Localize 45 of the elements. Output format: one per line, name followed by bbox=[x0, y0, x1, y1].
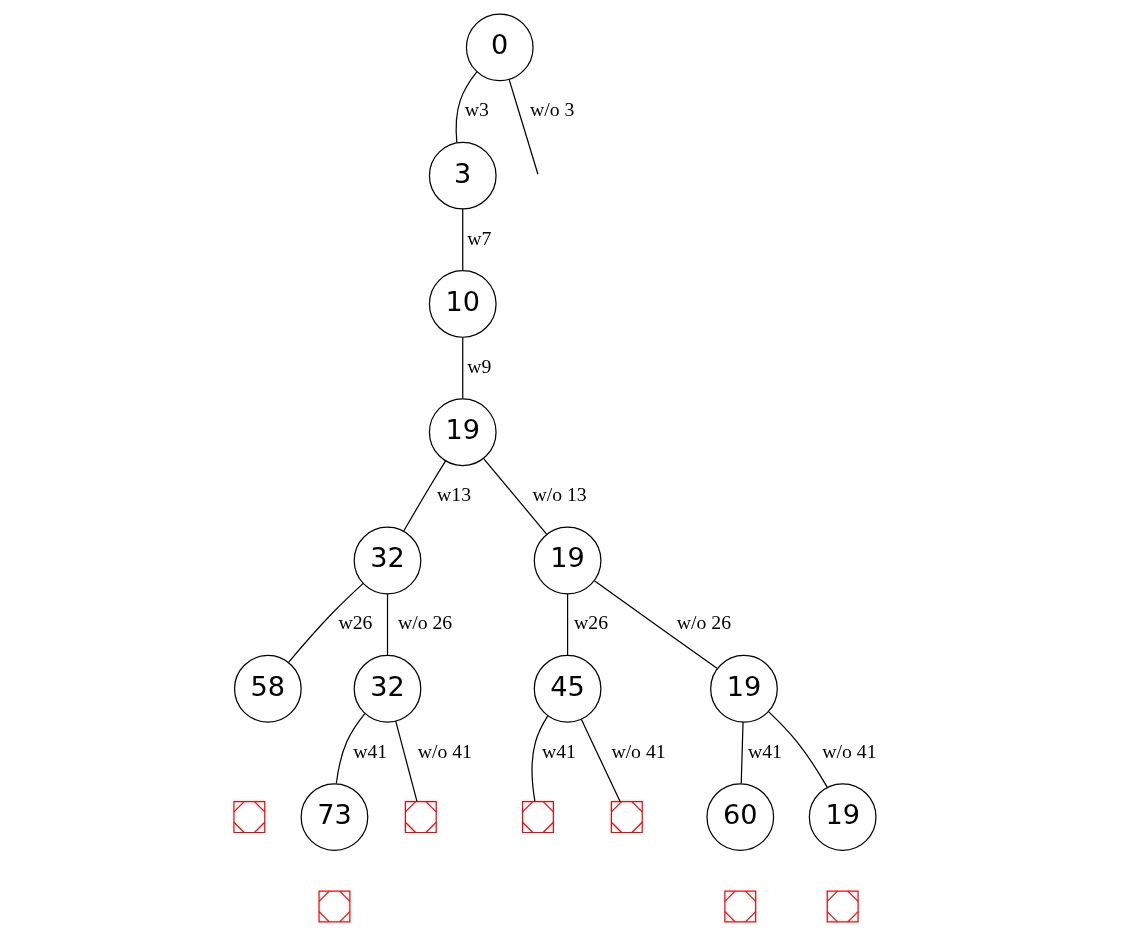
node-circle: 3 bbox=[428, 141, 497, 210]
node-circle: 19 bbox=[428, 397, 497, 466]
connector bbox=[566, 592, 569, 656]
edge-label: w/o 41 bbox=[417, 739, 472, 762]
node-circle: 19 bbox=[710, 654, 778, 723]
connector bbox=[593, 579, 718, 669]
connector bbox=[395, 720, 418, 802]
node-circle: 19 bbox=[533, 526, 602, 594]
node-circle: 60 bbox=[706, 782, 775, 851]
edge-label: w/o 41 bbox=[822, 739, 877, 762]
edge-label: w3 bbox=[464, 97, 489, 120]
connector bbox=[580, 718, 621, 802]
connector bbox=[767, 710, 828, 788]
edge-label: w/o 26 bbox=[398, 610, 453, 633]
edge-label: w13 bbox=[437, 482, 472, 505]
edge-label: w41 bbox=[541, 739, 576, 762]
node-circle: 0 bbox=[465, 12, 534, 81]
edge-label: w7 bbox=[467, 225, 492, 248]
connector bbox=[335, 712, 366, 784]
node-circle: 10 bbox=[428, 269, 497, 338]
node-circle: 73 bbox=[300, 782, 369, 851]
connector bbox=[403, 459, 447, 532]
connector bbox=[508, 78, 539, 175]
node-circle: 32 bbox=[353, 654, 422, 723]
edge-label: w/o 26 bbox=[676, 610, 732, 633]
edge-label: w/o 3 bbox=[529, 97, 575, 120]
node-circle: 58 bbox=[233, 654, 302, 723]
edge-label: w41 bbox=[747, 739, 782, 762]
edge-label: w/o 13 bbox=[532, 482, 587, 505]
connector bbox=[462, 336, 464, 399]
connector bbox=[288, 582, 364, 663]
edge-label: w26 bbox=[574, 610, 609, 633]
connector bbox=[462, 207, 464, 271]
connector bbox=[455, 70, 478, 143]
edge-label: w9 bbox=[467, 354, 492, 377]
connector bbox=[740, 721, 744, 784]
edge-label: w41 bbox=[353, 739, 388, 762]
node-circle: 32 bbox=[353, 526, 422, 594]
node-circle: 19 bbox=[808, 782, 877, 851]
edge-label: w/o 41 bbox=[611, 739, 666, 762]
edge-label: w26 bbox=[338, 610, 373, 633]
connector bbox=[482, 457, 548, 535]
node-circle: 45 bbox=[533, 654, 602, 723]
connector bbox=[386, 592, 389, 656]
connector bbox=[531, 715, 549, 802]
